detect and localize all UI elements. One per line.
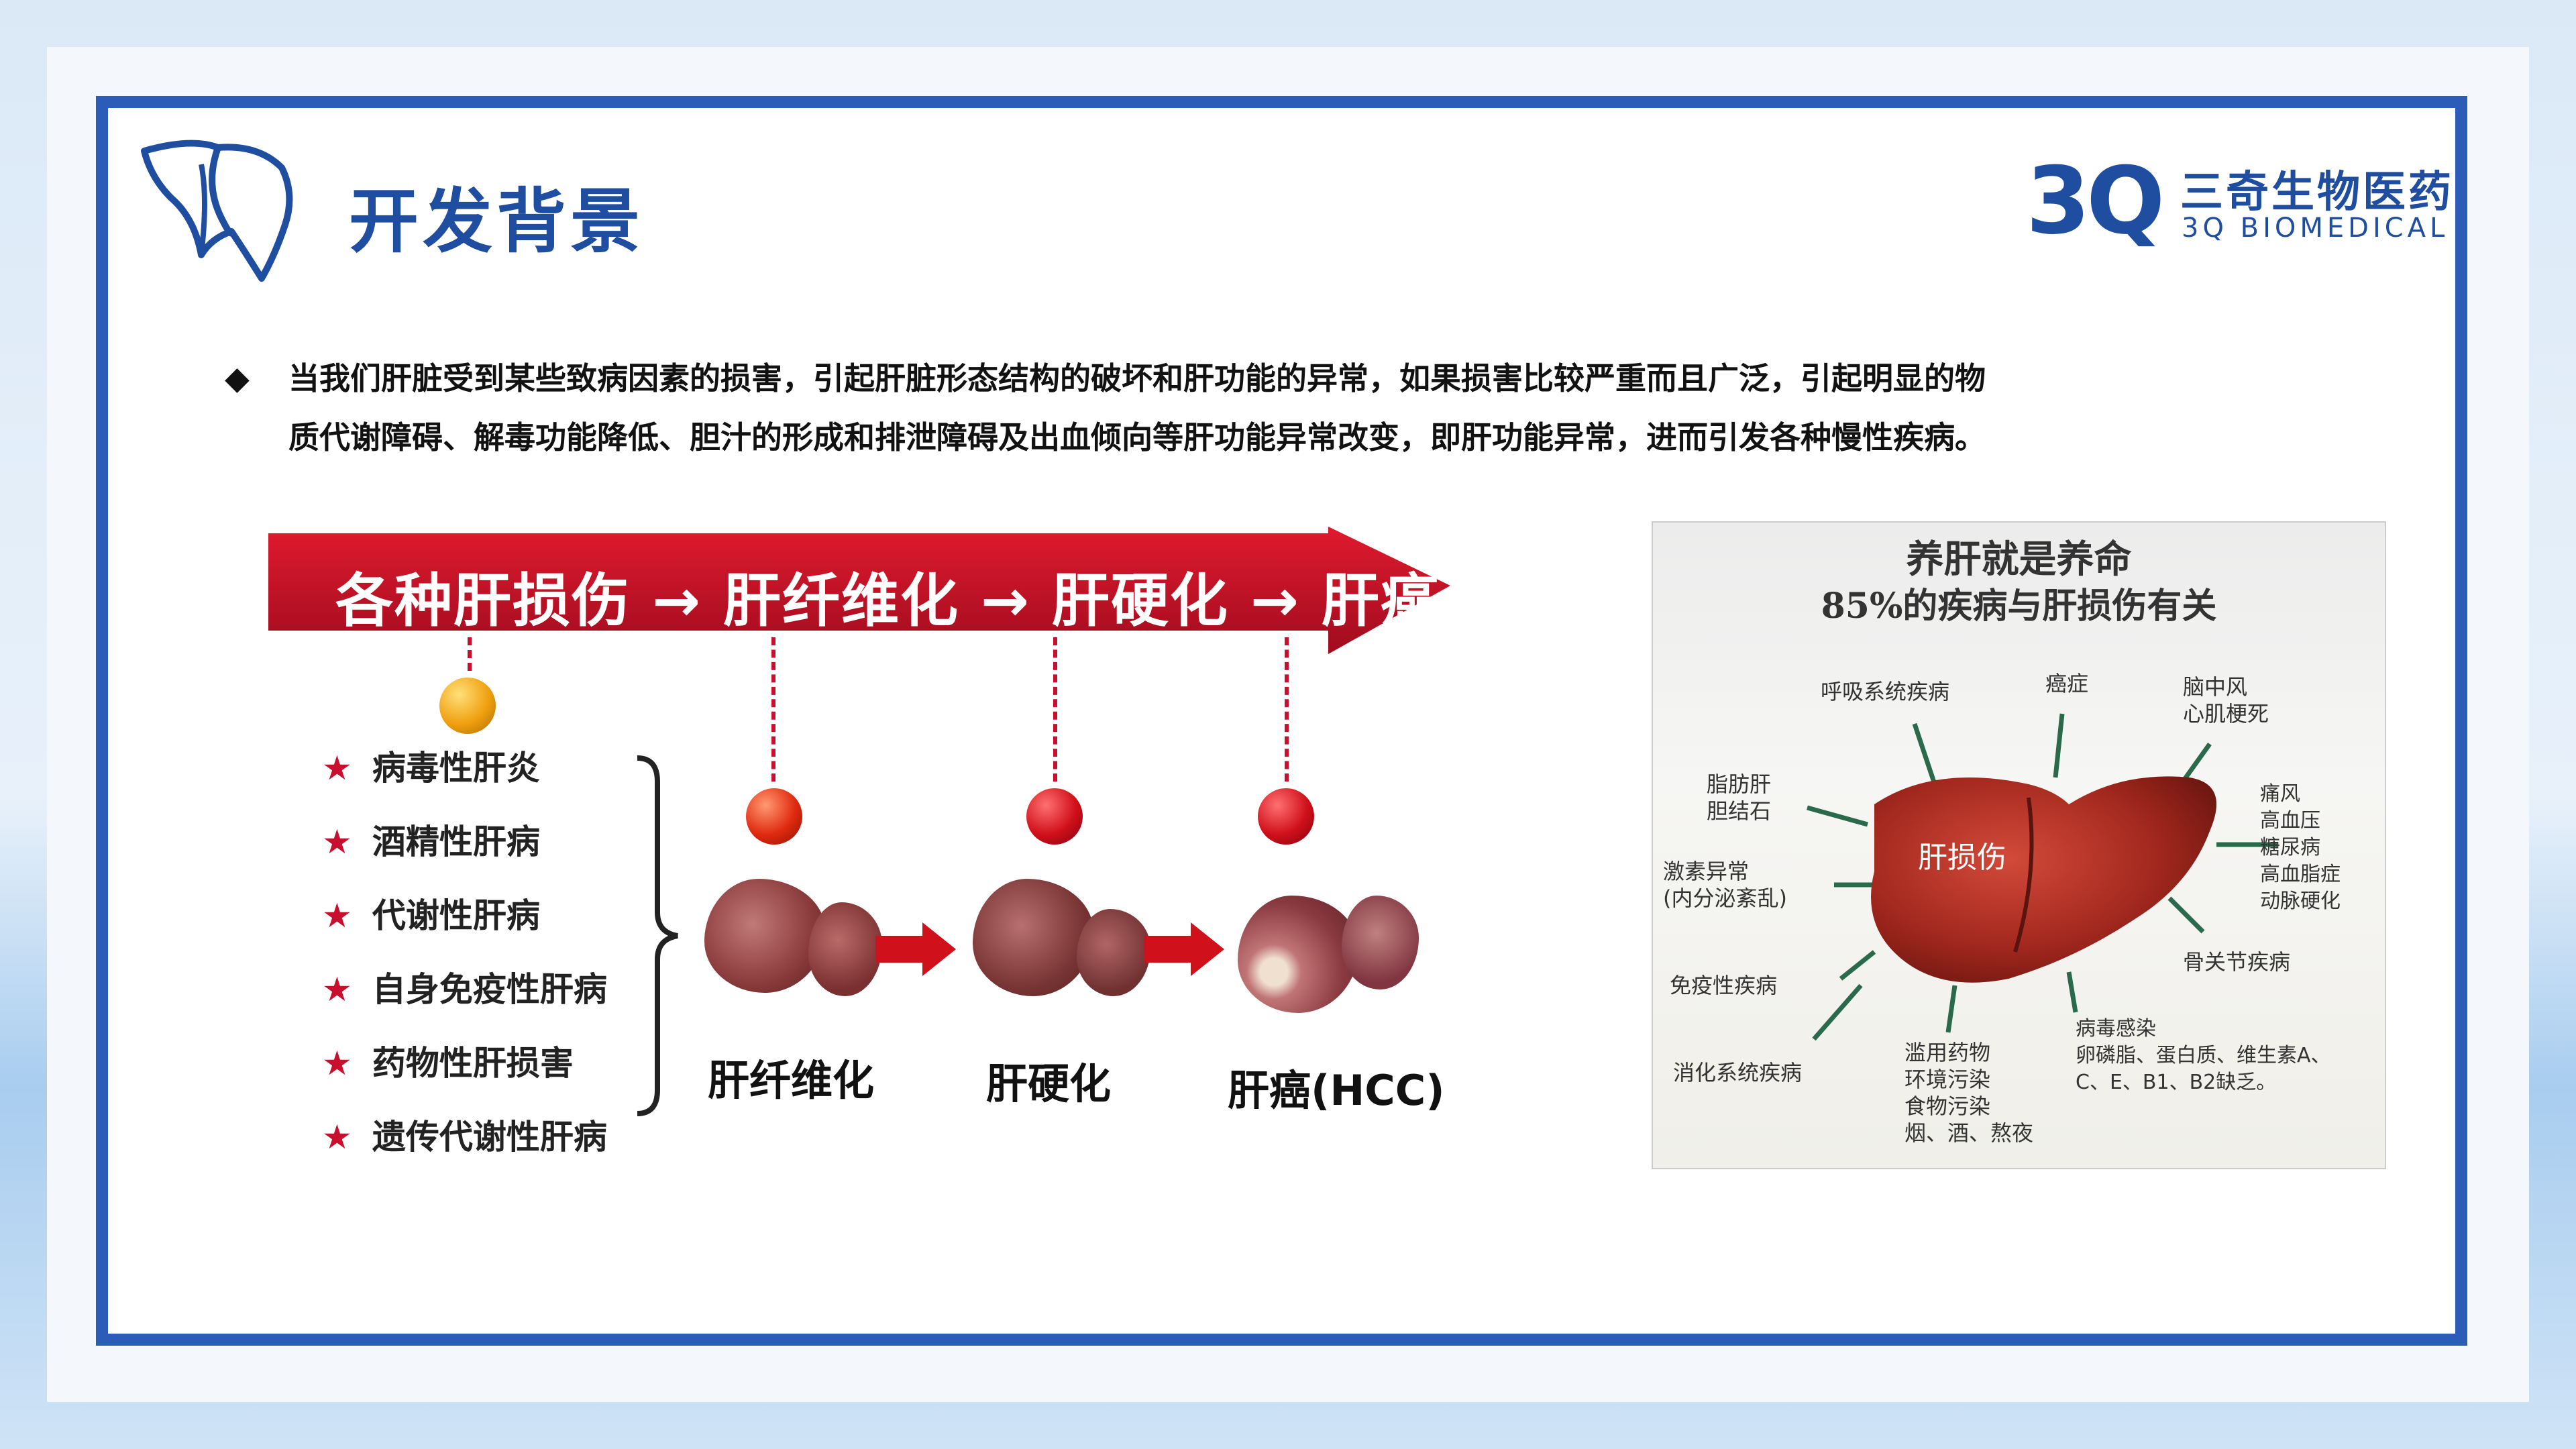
cause-item: ★代谢性肝病 <box>322 896 540 935</box>
logo-mark: 3Q <box>2026 147 2165 255</box>
intro-paragraph: ◆ 当我们肝脏受到某些致病因素的损害，引起肝脏形态结构的破坏和肝功能的异常，如果… <box>225 349 2388 467</box>
cirrhosis-liver-image <box>1077 909 1150 996</box>
star-icon: ★ <box>322 822 352 861</box>
cancer-liver-image <box>1342 896 1419 989</box>
connector-line <box>1285 637 1289 782</box>
liver-damage-figure: 养肝就是养命 85%的疾病与肝损伤有关 肝损伤 呼吸系统疾病 癌症 脑中风 心肌… <box>1652 521 2386 1169</box>
liver-outline-icon <box>141 140 293 282</box>
connector-line <box>1053 637 1057 782</box>
progression-banner-text: 各种肝损伤 → 肝纤维化 → 肝硬化 → 肝癌 <box>335 568 1440 635</box>
cause-item: ★自身免疫性肝病 <box>322 970 607 1009</box>
label-cancer: 癌症 <box>2045 671 2089 696</box>
cause-item: ★遗传代谢性肝病 <box>322 1118 607 1157</box>
figure-subtitle: 85%的疾病与肝损伤有关 <box>1821 586 2217 627</box>
label-hormone: 激素异常 (内分泌紊乱) <box>1663 859 1787 911</box>
company-logo: 3Q 三奇生物医药 3Q BIOMEDICAL <box>2026 151 2455 252</box>
brace-icon <box>637 755 678 1116</box>
cause-item: ★酒精性肝病 <box>322 822 540 861</box>
stage-label-cirrhosis: 肝硬化 <box>986 1059 1112 1108</box>
liver-shape <box>1871 776 2216 983</box>
label-gout: 痛风 高血压 糖尿病 高血脂症 动脉硬化 <box>2260 782 2341 913</box>
diamond-bullet-icon: ◆ <box>225 360 250 397</box>
banner-arrow <box>268 527 1450 654</box>
star-icon: ★ <box>322 1044 352 1083</box>
connector-line <box>771 637 775 782</box>
star-icon: ★ <box>322 970 352 1009</box>
label-digestive: 消化系统疾病 <box>1673 1060 1803 1085</box>
star-icon: ★ <box>322 1118 352 1157</box>
intro-line-2: 质代谢障碍、解毒功能降低、胆汁的形成和排泄障碍及出血倾向等肝功能异常改变，即肝功… <box>288 419 1986 455</box>
intro-line-1: 当我们肝脏受到某些致病因素的损害，引起肝脏形态结构的破坏和肝功能的异常，如果损害… <box>288 360 1986 396</box>
arrow-right-icon <box>1144 922 1224 976</box>
label-bone: 骨关节疾病 <box>2183 949 2291 975</box>
label-virus: 病毒感染 卵磷脂、蛋白质、维生素A、 C、E、B1、B2缺乏。 <box>2076 1017 2331 1094</box>
cause-marker-ball <box>439 678 496 734</box>
label-drugs: 滥用药物 环境污染 食物污染 烟、酒、熬夜 <box>1904 1040 2034 1146</box>
figure-title: 养肝就是养命 <box>1906 537 2132 582</box>
cause-item: ★病毒性肝炎 <box>322 749 540 788</box>
progression-figure: 各种肝损伤 → 肝纤维化 → 肝硬化 → 肝癌 ★病毒性肝炎 ★酒精性肝病 ★代… <box>268 527 1450 1171</box>
label-respiratory: 呼吸系统疾病 <box>1821 679 1950 704</box>
logo-name-cn: 三奇生物医药 <box>2180 168 2454 217</box>
label-fatty-liver: 脂肪肝 胆结石 <box>1707 771 1772 824</box>
liver-diagram <box>1807 713 2277 1041</box>
logo-name-en: 3Q BIOMEDICAL <box>2182 213 2449 244</box>
cancer-liver-image <box>1238 896 1358 1013</box>
fibrosis-liver-image <box>704 879 825 993</box>
stage-label-cancer: 肝癌(HCC) <box>1228 1066 1445 1115</box>
connector-line <box>468 637 472 671</box>
star-icon: ★ <box>322 896 352 935</box>
liver-center-label: 肝损伤 <box>1918 841 2006 875</box>
cirrhosis-liver-image <box>973 879 1093 996</box>
label-immune: 免疫性疾病 <box>1670 973 1778 998</box>
label-stroke: 脑中风 心肌梗死 <box>2183 674 2269 727</box>
fibrosis-liver-image <box>808 902 882 996</box>
arrow-right-icon <box>875 922 956 976</box>
stage-label-fibrosis: 肝纤维化 <box>708 1056 875 1105</box>
fibrosis-marker-ball <box>746 788 802 845</box>
cause-item: ★药物性肝损害 <box>322 1044 574 1083</box>
page-title: 开发背景 <box>349 180 645 262</box>
cirrhosis-marker-ball <box>1026 788 1083 845</box>
cancer-marker-ball <box>1258 788 1314 845</box>
star-icon: ★ <box>322 749 352 788</box>
